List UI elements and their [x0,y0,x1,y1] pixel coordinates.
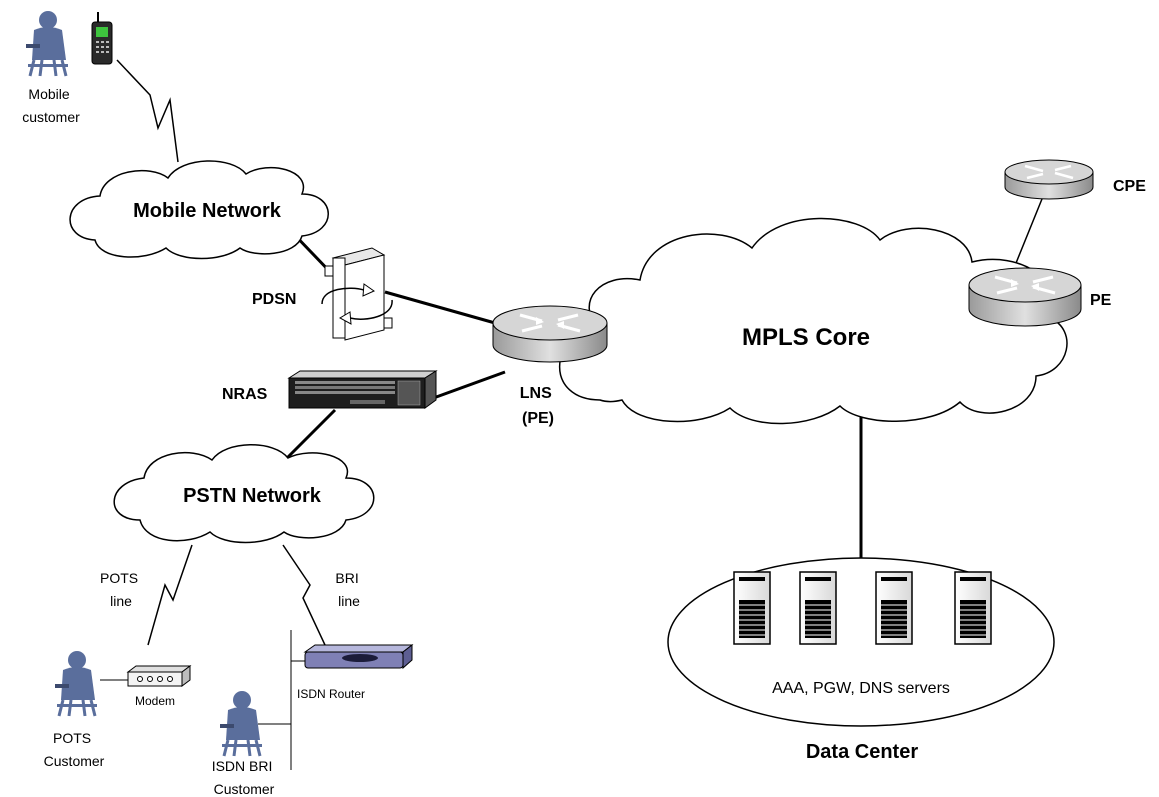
cpe-label: CPE [1113,178,1146,195]
pots-customer-person-icon [55,651,97,717]
isdn-router-icon [303,643,414,670]
lns-router-icon [492,305,608,363]
data-center-label: Data Center [806,741,918,763]
mobile-wireless-link [116,59,179,163]
cpe-router-icon [1004,159,1094,200]
mobile-customer-label: Mobile customer [22,86,80,125]
server-2 [799,571,837,645]
data-center-ellipse [667,557,1055,727]
data-center [667,557,1055,727]
mobile-network-label: Mobile Network [133,200,282,222]
isdn-customer-person-icon [220,691,262,757]
modem-label: Modem [135,694,175,708]
nras-to-lns-link [427,370,506,402]
pots-customer-label: POTS Customer [44,730,105,769]
pe-router-icon [968,267,1082,327]
labels: Mobile customer Mobile Network PDSN NRAS… [22,86,1146,797]
pe-label: PE [1090,292,1112,309]
bri-line-label: BRI line [335,570,362,609]
server-3 [875,571,913,645]
pdsn-icon [321,247,393,341]
server-4 [954,571,992,645]
pdsn-to-lns-link [384,290,496,325]
pots-line-link [147,544,193,646]
nras-to-pstn-link [283,408,337,462]
nras-label: NRAS [222,386,268,403]
lns-label: LNS (PE) [520,385,556,427]
mobile-customer-person-icon [26,11,68,77]
pots-line-label: POTS line [100,570,142,609]
server-1 [733,571,771,645]
isdn-router-label: ISDN Router [297,687,365,701]
nras-icon [287,370,438,409]
servers-label: AAA, PGW, DNS servers [772,680,950,697]
pdsn-label: PDSN [252,291,296,308]
bri-line-link [282,544,326,646]
cpe-to-pe-link [1013,193,1045,269]
pstn-network-cloud [113,444,375,544]
modem-icon [126,665,192,687]
mobile-phone-icon [91,12,113,65]
isdn-customer-label: ISDN BRI Customer [212,758,277,797]
mobile-network-cloud [69,160,329,260]
mpls-core-label: MPLS Core [742,324,870,351]
pstn-network-label: PSTN Network [183,485,322,507]
